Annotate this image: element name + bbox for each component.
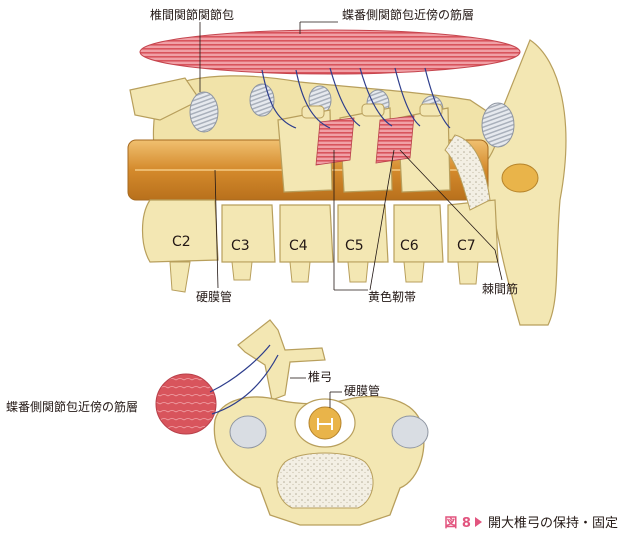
opened-lamina [237, 319, 326, 401]
ligamentum-flavum [315, 115, 415, 166]
vertebra-axial [155, 319, 429, 526]
figure-title: 開大椎弓の保持・固定 [487, 516, 618, 531]
label-muscle-layer-bottom: 蝶番側関節包近傍の筋層 [6, 400, 139, 414]
label-facet-capsule: 椎間関節関節包 [150, 8, 235, 22]
facet-capsule [481, 102, 515, 148]
cancellous-bone [276, 452, 374, 509]
figure-caption: 図 8 開大椎弓の保持・固定 [444, 512, 618, 531]
process [231, 261, 253, 281]
facet-capsule [189, 91, 219, 133]
spinous-process [129, 77, 201, 121]
caption-triangle-icon [474, 516, 482, 527]
vertebra-label-c7: C7 [457, 238, 476, 254]
vertebral-body-c6 [393, 204, 444, 263]
label-lamina: 椎弓 [308, 370, 333, 384]
process [289, 261, 311, 283]
vertebra-label-c3: C3 [231, 238, 250, 254]
cervical-spine-lateral [127, 21, 567, 326]
vertebra-label-c4: C4 [289, 238, 308, 254]
label-interspinous-muscle: 棘間筋 [482, 282, 519, 296]
hinge-side-muscle-layer [139, 29, 521, 75]
vertebral-body-c5 [337, 204, 389, 263]
sutures [261, 67, 451, 129]
label-dura-bottom: 硬膜管 [344, 384, 381, 398]
label-muscle-layer-top: 蝶番側関節包近傍の筋層 [342, 8, 475, 22]
foramen-right [391, 415, 429, 449]
vertebra-label-c5: C5 [345, 238, 364, 254]
label-dura-top: 硬膜管 [196, 290, 233, 304]
vertebra-label-c2: C2 [172, 234, 191, 250]
opened-laminae [277, 103, 451, 193]
process [347, 261, 369, 283]
interspinous-region [444, 134, 491, 211]
process [403, 261, 425, 283]
process [457, 261, 479, 285]
vertebral-body-c3 [221, 204, 276, 263]
figure-number: 図 8 [444, 516, 471, 531]
ligament-nodule [501, 163, 539, 193]
foramen-left [229, 415, 267, 449]
muscle-layer-axial [155, 373, 217, 435]
label-ligamentum-flavum: 黄色靭帯 [368, 290, 417, 304]
ligamentum-flavum-segment [315, 117, 355, 166]
vertebral-body-c4 [279, 204, 334, 263]
leader-lines [199, 21, 503, 291]
suture [209, 344, 271, 393]
vertebra-label-c6: C6 [400, 238, 419, 254]
vertebral-body-c2 [141, 199, 219, 263]
process [169, 261, 191, 293]
vertebral-bodies [141, 199, 499, 263]
ligamentum-flavum-segment [375, 115, 415, 164]
suture [211, 354, 279, 415]
